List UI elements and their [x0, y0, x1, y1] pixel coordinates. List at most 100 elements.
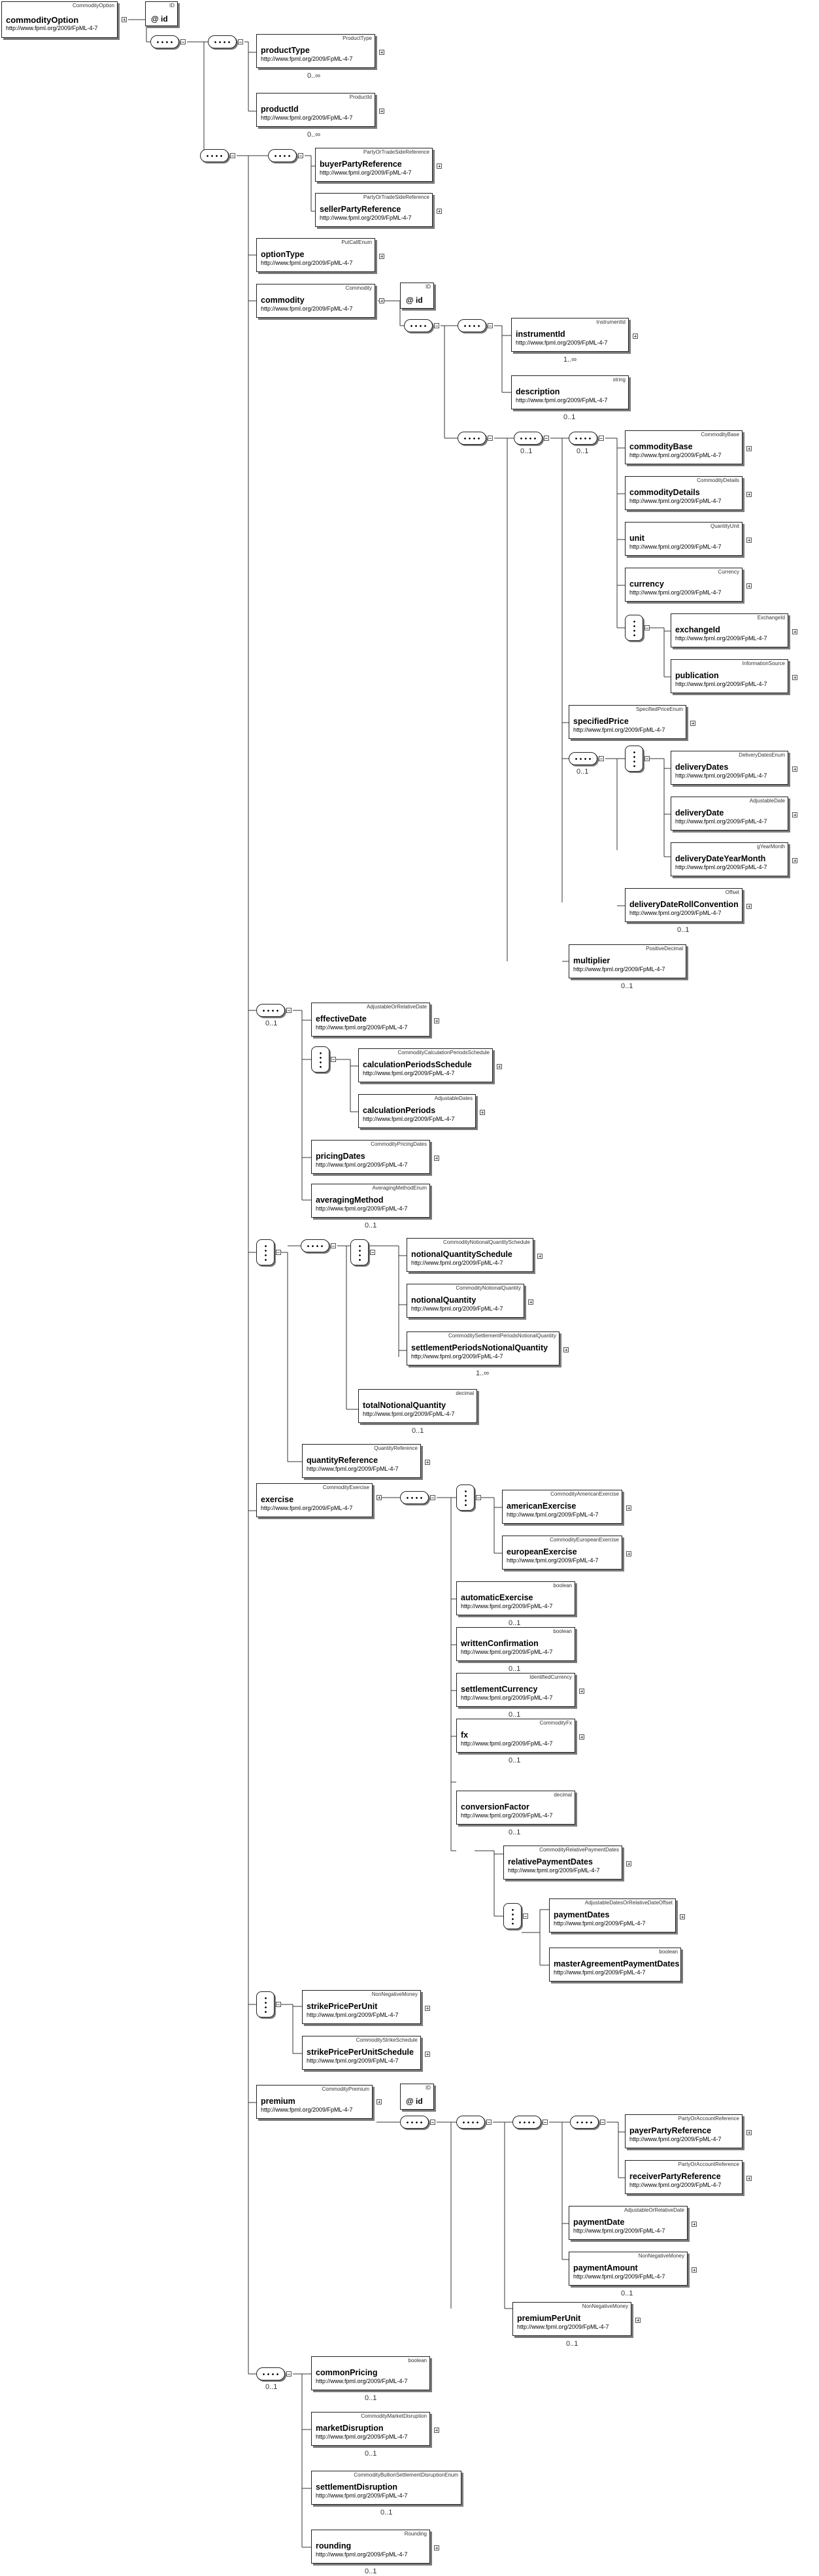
element-averagingMethod[interactable]: AveragingMethodEnum averagingMethod http… [311, 1184, 430, 1218]
element-payerPartyReference[interactable]: PartyOrAccountReference payerPartyRefere… [625, 2114, 743, 2148]
expand-icon[interactable] [563, 1347, 569, 1352]
element-specifiedPrice[interactable]: SpecifiedPriceEnum specifiedPrice http:/… [569, 705, 686, 739]
sequence-compositor[interactable] [458, 432, 493, 445]
element-premium[interactable]: CommodityPremium premium http://www.fpml… [256, 2085, 373, 2119]
expand-icon[interactable] [635, 2318, 641, 2323]
sequence-compositor[interactable] [404, 319, 439, 332]
element-currency[interactable]: Currency currency http://www.fpml.org/20… [625, 568, 743, 602]
expand-icon[interactable] [437, 163, 442, 169]
element-effectiveDate[interactable]: AdjustableOrRelativeDate effectiveDate h… [311, 1003, 430, 1037]
element-publication[interactable]: InformationSource publication http://www… [671, 659, 788, 693]
choice-compositor[interactable] [256, 1239, 281, 1265]
element-americanExercise[interactable]: CommodityAmericanExercise americanExerci… [502, 1490, 622, 1524]
expand-icon[interactable] [497, 1064, 502, 1069]
expand-icon[interactable] [379, 109, 384, 114]
choice-compositor[interactable] [625, 615, 650, 641]
expand-icon[interactable] [692, 2267, 697, 2273]
element-multiplier[interactable]: PositiveDecimal multiplier http://www.fp… [569, 944, 686, 978]
expand-icon[interactable] [626, 1551, 631, 1556]
element-paymentDate[interactable]: AdjustableOrRelativeDate paymentDate htt… [569, 2206, 688, 2240]
sequence-compositor[interactable] [208, 35, 243, 48]
expand-icon[interactable] [537, 1254, 543, 1259]
expand-icon[interactable] [746, 492, 752, 497]
expand-icon[interactable] [579, 1689, 584, 1694]
expand-icon[interactable] [425, 1460, 430, 1465]
sequence-compositor[interactable] [458, 319, 493, 332]
choice-compositor[interactable] [311, 1046, 336, 1073]
sequence-compositor[interactable] [301, 1239, 336, 1252]
element-relativePaymentDates[interactable]: CommodityRelativePaymentDates relativePa… [503, 1846, 622, 1880]
choice-compositor[interactable] [256, 1991, 281, 2018]
expand-icon[interactable] [792, 766, 797, 772]
expand-icon[interactable] [690, 721, 695, 726]
element-productId[interactable]: ProductId productId http://www.fpml.org/… [256, 93, 375, 127]
element-settlementDisruption[interactable]: CommodityBullionSettlementDisruptionEnum… [311, 2471, 461, 2505]
sequence-compositor[interactable] [569, 432, 604, 445]
element-strikePricePerUnit[interactable]: NonNegativeMoney strikePricePerUnit http… [302, 1990, 421, 2024]
expand-icon[interactable] [746, 904, 752, 909]
expand-icon[interactable] [626, 1861, 631, 1866]
attribute-id[interactable]: ID @ id [145, 1, 178, 26]
expand-icon[interactable] [122, 17, 127, 22]
element-rounding[interactable]: Rounding rounding http://www.fpml.org/20… [311, 2530, 430, 2564]
expand-icon[interactable] [437, 209, 442, 214]
element-deliveryDate[interactable]: AdjustableDate deliveryDate http://www.f… [671, 797, 788, 831]
expand-icon[interactable] [633, 334, 638, 339]
element-sellerPartyReference[interactable]: PartyOrTradeSideReference sellerPartyRef… [315, 193, 433, 227]
element-exercise[interactable]: CommodityExercise exercise http://www.fp… [256, 1483, 373, 1517]
attribute-id[interactable]: ID @ id [400, 2084, 434, 2110]
element-receiverPartyReference[interactable]: PartyOrAccountReference receiverPartyRef… [625, 2160, 743, 2194]
element-commodityDetails[interactable]: CommodityDetails commodityDetails http:/… [625, 476, 743, 510]
element-quantityReference[interactable]: QuantityReference quantityReference http… [302, 1444, 421, 1478]
element-conversionFactor[interactable]: decimal conversionFactor http://www.fpml… [456, 1791, 575, 1825]
element-marketDisruption[interactable]: CommodityMarketDisruption marketDisrupti… [311, 2412, 430, 2446]
sequence-compositor[interactable] [570, 2116, 605, 2129]
element-notionalQuantitySchedule[interactable]: CommodityNotionalQuantitySchedule notion… [407, 1238, 533, 1272]
element-commodityBase[interactable]: CommodityBase commodityBase http://www.f… [625, 430, 743, 464]
element-deliveryDateYearMonth[interactable]: gYearMonth deliveryDateYearMonth http://… [671, 842, 788, 876]
expand-icon[interactable] [425, 2006, 430, 2011]
expand-icon[interactable] [379, 50, 384, 55]
element-settlementPeriodsNotionalQuantity[interactable]: CommoditySettlementPeriodsNotionalQuanti… [407, 1331, 560, 1365]
element-fx[interactable]: CommodityFx fx http://www.fpml.org/2009/… [456, 1719, 575, 1753]
sequence-compositor[interactable] [150, 35, 186, 48]
element-europeanExercise[interactable]: CommodityEuropeanExercise europeanExerci… [502, 1536, 622, 1570]
expand-icon[interactable] [376, 2099, 382, 2104]
element-commodityOption[interactable]: CommodityOption commodityOption http://w… [1, 1, 118, 38]
sequence-compositor[interactable] [514, 432, 549, 445]
expand-icon[interactable] [379, 298, 384, 303]
expand-icon[interactable] [579, 1734, 584, 1740]
expand-icon[interactable] [746, 446, 752, 451]
element-writtenConfirmation[interactable]: boolean writtenConfirmation http://www.f… [456, 1627, 575, 1661]
element-pricingDates[interactable]: CommodityPricingDates pricingDates http:… [311, 1140, 430, 1174]
expand-icon[interactable] [425, 2052, 430, 2057]
element-optionType[interactable]: PutCallEnum optionType http://www.fpml.o… [256, 238, 375, 272]
expand-icon[interactable] [792, 675, 797, 680]
element-unit[interactable]: QuantityUnit unit http://www.fpml.org/20… [625, 522, 743, 556]
expand-icon[interactable] [379, 254, 384, 259]
expand-icon[interactable] [480, 1110, 485, 1115]
expand-icon[interactable] [434, 1156, 439, 1161]
sequence-compositor[interactable] [200, 149, 235, 162]
expand-icon[interactable] [528, 1299, 533, 1305]
element-calculationPeriodsSchedule[interactable]: CommodityCalculationPeriodsSchedule calc… [358, 1048, 493, 1082]
expand-icon[interactable] [680, 1914, 685, 1919]
expand-icon[interactable] [746, 2176, 752, 2181]
sequence-compositor[interactable] [512, 2116, 548, 2129]
element-commonPricing[interactable]: boolean commonPricing http://www.fpml.or… [311, 2356, 430, 2390]
element-description[interactable]: string description http://www.fpml.org/2… [511, 375, 629, 409]
element-settlementCurrency[interactable]: IdentifiedCurrency settlementCurrency ht… [456, 1673, 575, 1707]
expand-icon[interactable] [792, 812, 797, 817]
sequence-compositor[interactable] [256, 2367, 292, 2380]
element-calculationPeriods[interactable]: AdjustableDates calculationPeriods http:… [358, 1094, 476, 1128]
expand-icon[interactable] [792, 629, 797, 634]
element-paymentDates[interactable]: AdjustableDatesOrRelativeDateOffset paym… [549, 1898, 676, 1932]
element-deliveryDateRollConvention[interactable]: Offset deliveryDateRollConvention http:/… [625, 888, 743, 922]
expand-icon[interactable] [692, 2222, 697, 2227]
expand-icon[interactable] [746, 2130, 752, 2135]
expand-icon[interactable] [434, 1018, 439, 1023]
sequence-compositor[interactable] [569, 752, 604, 765]
element-deliveryDates[interactable]: DeliveryDatesEnum deliveryDates http://w… [671, 751, 788, 785]
expand-icon[interactable] [434, 2428, 439, 2433]
element-buyerPartyReference[interactable]: PartyOrTradeSideReference buyerPartyRefe… [315, 148, 433, 182]
